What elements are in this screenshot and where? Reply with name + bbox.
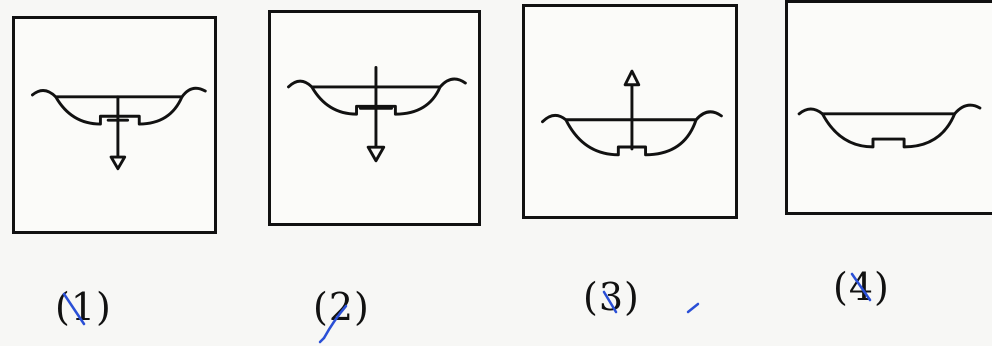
float-diagram-2 [287,66,467,163]
water-surface-line [797,103,982,116]
pen-mark-2 [316,300,356,346]
arrow-down-icon [109,155,127,171]
pen-mark-3 [600,286,624,320]
option-2-label: (2) [313,285,370,329]
float-diagram-1 [31,86,207,171]
pen-mark-1 [60,290,90,334]
option-3-panel[interactable] [522,4,738,219]
pen-mark-stray [684,300,704,320]
option-3-label: (3) [583,275,640,319]
float-diagram-3 [541,69,723,157]
arrow-up-icon [623,69,641,87]
water-surface-line [31,86,207,99]
bowl-outline [820,112,957,149]
arrow-down-icon [366,145,386,163]
option-4-panel[interactable] [785,0,992,215]
pen-mark-4 [848,270,878,310]
bowl-outline [54,95,184,126]
option-1-panel[interactable] [12,16,217,234]
option-2-panel[interactable] [268,10,481,226]
float-diagram-4 [797,103,982,149]
